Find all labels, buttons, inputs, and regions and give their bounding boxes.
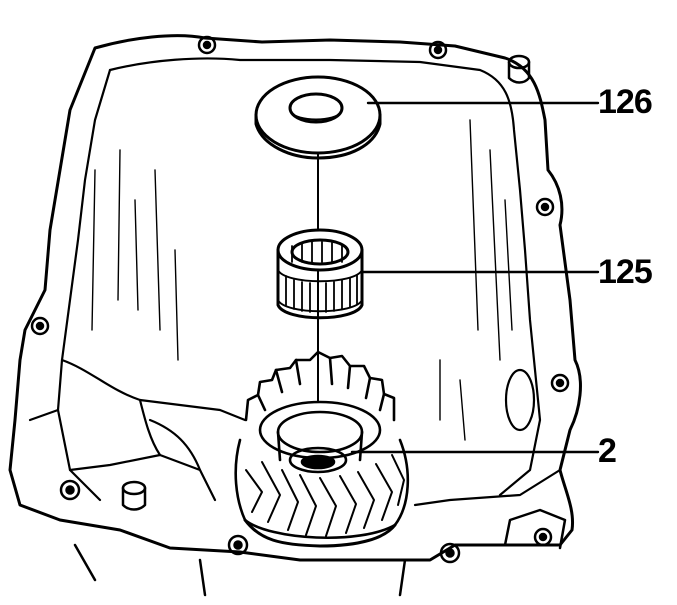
bolt-holes (30, 35, 570, 564)
housing-flange (8, 34, 582, 562)
bolt-hole (439, 542, 461, 564)
bolt-hole (535, 197, 555, 217)
dowel-pin-top-right (507, 54, 531, 84)
housing-shading (91, 119, 513, 441)
housing-bottom-edge (73, 543, 407, 597)
bolt-hole (30, 316, 50, 336)
mounting-lug (503, 508, 567, 550)
bolt-hole (227, 534, 249, 556)
housing-inner-wall (28, 57, 562, 507)
bolt-hole (550, 373, 570, 393)
callout-label-2: 2 (598, 432, 617, 470)
dowel-pin-bottom-left (121, 480, 147, 511)
needle-bearing-part-125 (276, 228, 364, 320)
callout-label-125: 125 (598, 253, 653, 291)
washer-part-126 (254, 75, 382, 160)
housing-opening-right (504, 368, 536, 432)
callout-label-126: 126 (598, 83, 653, 121)
bolt-hole (59, 479, 81, 501)
gear-part-2 (234, 350, 410, 548)
leader-lines (350, 101, 600, 454)
bolt-hole (428, 40, 448, 60)
bolt-hole (197, 35, 217, 55)
